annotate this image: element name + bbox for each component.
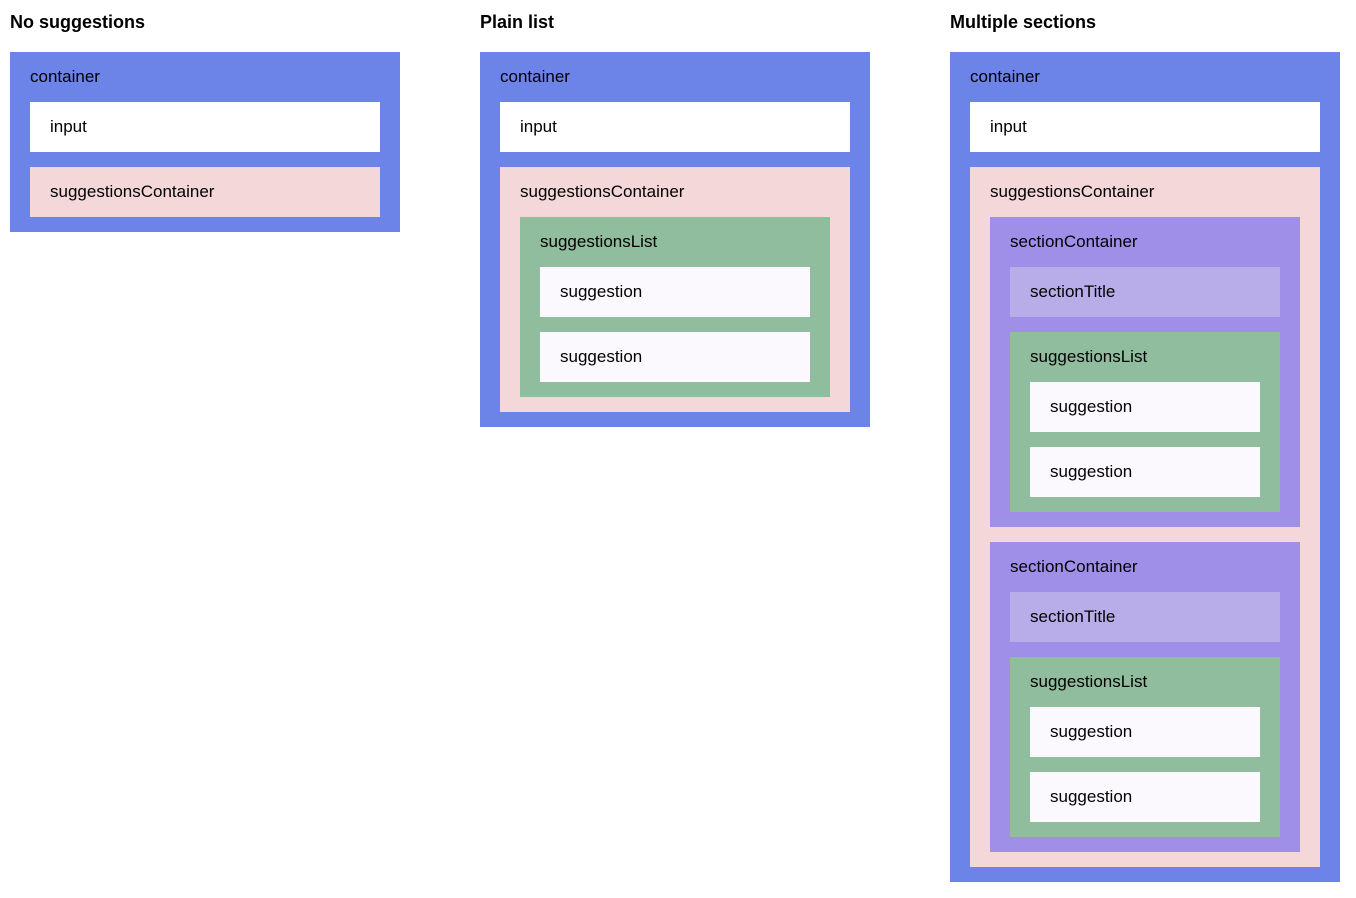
container-label: container xyxy=(30,67,100,86)
suggestion-label: suggestion xyxy=(1050,397,1133,416)
input-label: input xyxy=(990,117,1027,136)
input-box: input xyxy=(30,102,380,152)
column-no-suggestions: No suggestions container input suggestio… xyxy=(10,10,400,232)
container-box: container input suggestionsContainer sug… xyxy=(480,52,870,427)
container-box: container input suggestionsContainer xyxy=(10,52,400,232)
suggestions-list-box: suggestionsList suggestion suggestion xyxy=(1010,657,1280,837)
section-container-box: sectionContainer sectionTitle suggestion… xyxy=(990,542,1300,852)
theme-diagram-columns: No suggestions container input suggestio… xyxy=(10,10,1346,882)
section-container-label: sectionContainer xyxy=(1010,557,1138,576)
container-label: container xyxy=(970,67,1040,86)
input-box: input xyxy=(500,102,850,152)
suggestion-box: suggestion xyxy=(1030,772,1260,822)
column-title: Plain list xyxy=(480,12,555,32)
column-title: No suggestions xyxy=(10,12,146,32)
suggestions-container-label: suggestionsContainer xyxy=(990,182,1155,201)
column-plain-list: Plain list container input suggestionsCo… xyxy=(480,10,870,427)
section-title-box: sectionTitle xyxy=(1010,592,1280,642)
suggestions-container-box: suggestionsContainer suggestionsList sug… xyxy=(500,167,850,412)
suggestions-container-label: suggestionsContainer xyxy=(50,182,215,201)
suggestion-label: suggestion xyxy=(1050,787,1133,806)
suggestion-label: suggestion xyxy=(1050,462,1133,481)
section-title-label: sectionTitle xyxy=(1030,607,1116,626)
suggestion-box: suggestion xyxy=(1030,447,1260,497)
input-label: input xyxy=(520,117,557,136)
suggestions-list-box: suggestionsList suggestion suggestion xyxy=(1010,332,1280,512)
suggestion-box: suggestion xyxy=(540,267,810,317)
suggestions-container-label: suggestionsContainer xyxy=(520,182,685,201)
column-title: Multiple sections xyxy=(950,12,1097,32)
section-title-label: sectionTitle xyxy=(1030,282,1116,301)
suggestion-label: suggestion xyxy=(1050,722,1133,741)
container-box: container input suggestionsContainer sec… xyxy=(950,52,1340,882)
input-box: input xyxy=(970,102,1320,152)
section-title-box: sectionTitle xyxy=(1010,267,1280,317)
suggestion-box: suggestion xyxy=(1030,707,1260,757)
container-label: container xyxy=(500,67,570,86)
suggestions-container-box: suggestionsContainer xyxy=(30,167,380,217)
suggestions-list-label: suggestionsList xyxy=(1030,672,1148,691)
input-label: input xyxy=(50,117,87,136)
suggestion-box: suggestion xyxy=(1030,382,1260,432)
column-multiple-sections: Multiple sections container input sugges… xyxy=(950,10,1340,882)
section-container-label: sectionContainer xyxy=(1010,232,1138,251)
suggestions-list-label: suggestionsList xyxy=(1030,347,1148,366)
suggestions-list-box: suggestionsList suggestion suggestion xyxy=(520,217,830,397)
suggestions-list-label: suggestionsList xyxy=(540,232,658,251)
suggestion-label: suggestion xyxy=(560,347,643,366)
suggestions-container-box: suggestionsContainer sectionContainer se… xyxy=(970,167,1320,867)
suggestion-box: suggestion xyxy=(540,332,810,382)
section-container-box: sectionContainer sectionTitle suggestion… xyxy=(990,217,1300,527)
suggestion-label: suggestion xyxy=(560,282,643,301)
